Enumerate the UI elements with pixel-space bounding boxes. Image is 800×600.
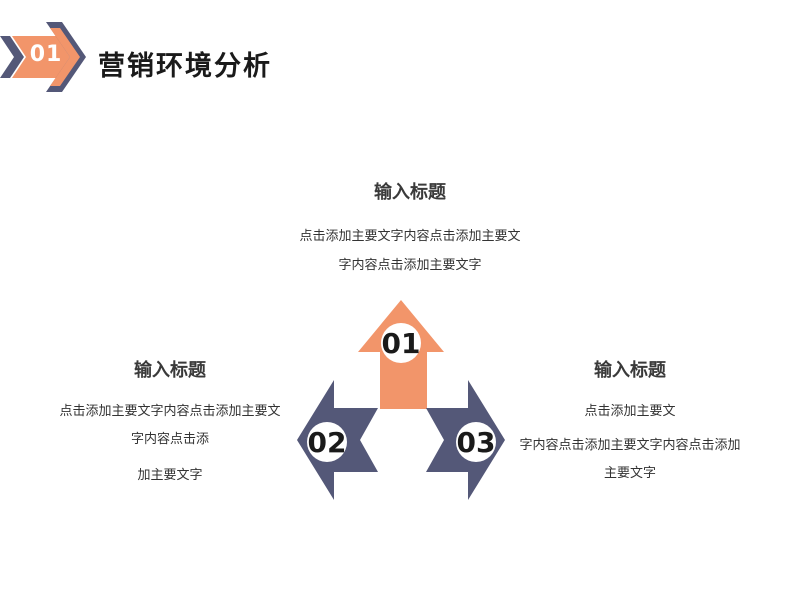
page-title: 营销环境分析 <box>98 51 272 82</box>
block-text-line[interactable]: 字内容点击添 <box>130 432 209 447</box>
arrow-01-number: 01 <box>382 327 421 360</box>
block-text-line[interactable]: 加主要文字 <box>137 468 203 483</box>
arrow-02: 02 <box>297 380 378 500</box>
arrow-01: 01 <box>358 300 444 409</box>
section-badge-arrow-icon <box>0 22 86 92</box>
block-title[interactable]: 输入标题 <box>374 182 446 203</box>
text-block-right: 输入标题 点击添加主要文 字内容点击添加主要文字内容点击添加 主要文字 <box>510 356 750 488</box>
block-text-line[interactable]: 字内容点击添加主要文字内容点击添加 <box>519 438 741 453</box>
text-block-left: 输入标题 点击添加主要文字内容点击添加主要文 字内容点击添 加主要文字 <box>40 356 300 490</box>
block-text-line[interactable]: 字内容点击添加主要文字 <box>338 258 482 273</box>
block-text-line[interactable]: 点击添加主要文字内容点击添加主要文 <box>299 229 521 244</box>
block-title[interactable]: 输入标题 <box>134 360 206 381</box>
arrow-03-circle <box>456 422 496 462</box>
block-title[interactable]: 输入标题 <box>594 360 666 381</box>
text-block-top: 输入标题 点击添加主要文字内容点击添加主要文 字内容点击添加主要文字 <box>290 178 530 280</box>
arrow-02-circle <box>307 422 347 462</box>
block-text-line[interactable]: 点击添加主要文字内容点击添加主要文 <box>59 404 281 419</box>
arrow-02-number: 02 <box>308 426 347 459</box>
arrow-03: 03 <box>426 380 505 500</box>
section-number: 01 <box>29 42 63 67</box>
arrow-03-number: 03 <box>457 426 496 459</box>
section-badge: 01 <box>0 22 90 92</box>
arrow-01-circle <box>381 323 421 363</box>
block-text-line[interactable]: 主要文字 <box>603 466 656 481</box>
block-text-line[interactable]: 点击添加主要文 <box>584 404 676 419</box>
